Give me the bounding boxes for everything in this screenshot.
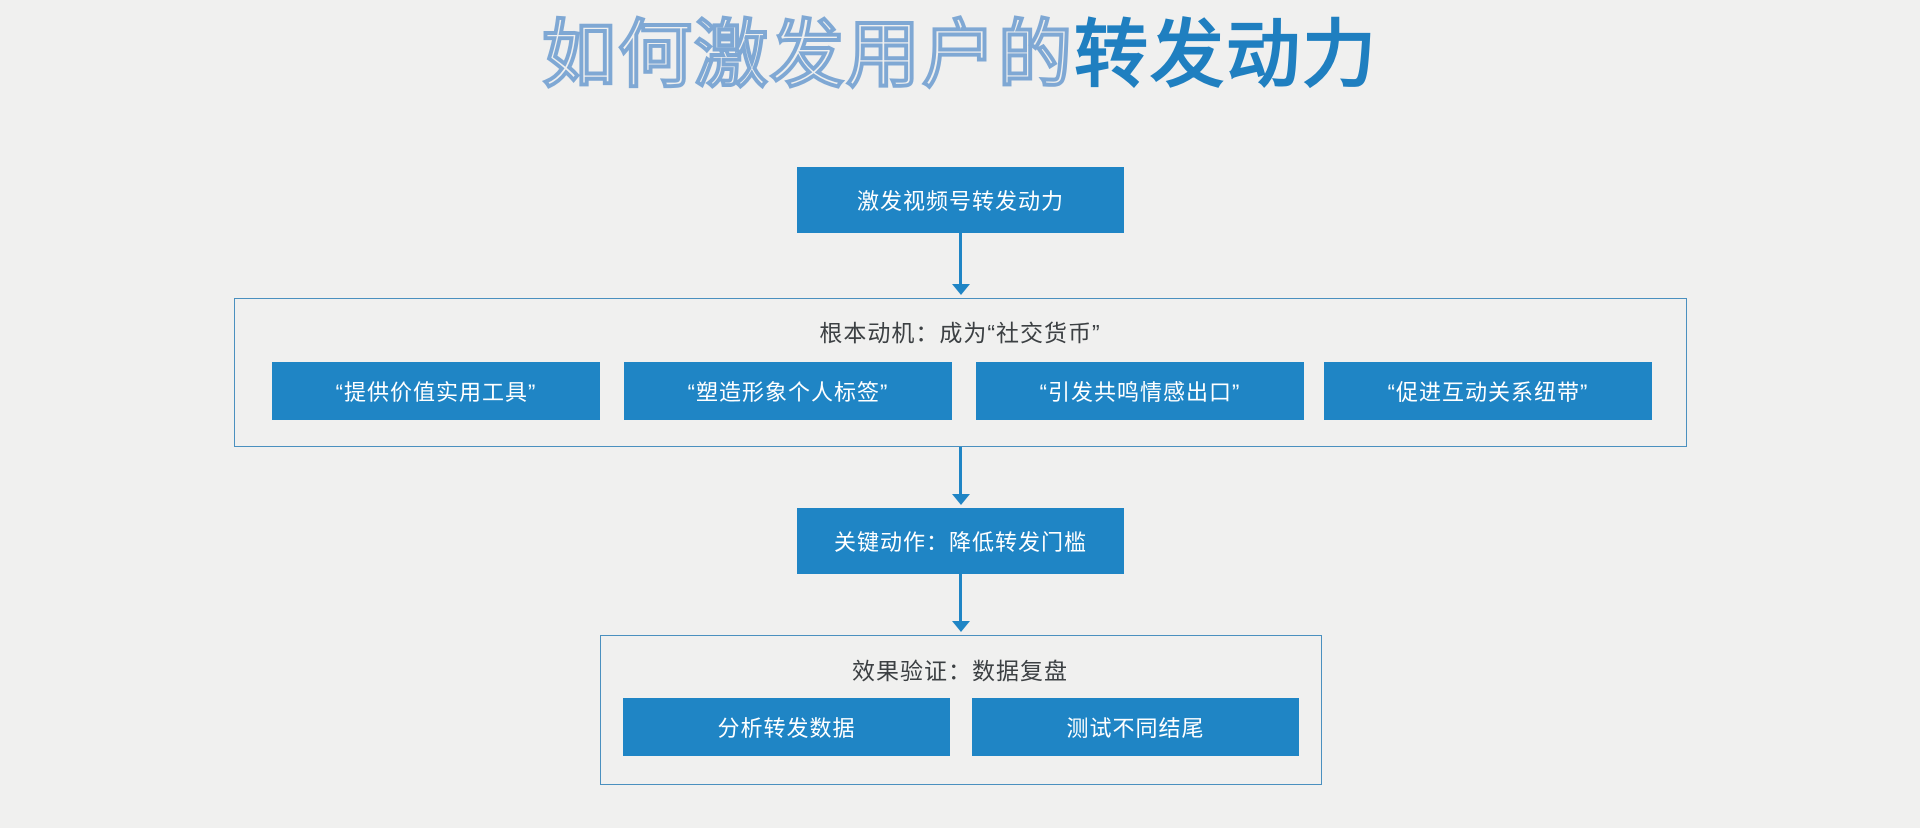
node-motive-1-label: “提供价值实用工具”	[335, 380, 537, 405]
node-validation-2[interactable]: 测试不同结尾	[972, 698, 1299, 756]
connector-motive-to-key-action	[959, 447, 962, 497]
group-effect-validation-title: 效果验证：数据复盘	[852, 658, 1068, 684]
connector-key-action-to-validation	[959, 574, 962, 624]
node-key-action[interactable]: 关键动作：降低转发门槛	[797, 508, 1124, 574]
node-validation-1[interactable]: 分析转发数据	[623, 698, 950, 756]
node-motive-4-label: “促进互动关系纽带”	[1387, 380, 1589, 405]
node-motive-2-label: “塑造形象个人标签”	[687, 380, 889, 405]
node-motive-4[interactable]: “促进互动关系纽带”	[1324, 362, 1652, 420]
page-title: 如何激发用户的转发动力	[0, 13, 1920, 96]
group-effect-validation	[600, 635, 1322, 785]
arrowhead-motive-to-key-action	[952, 494, 970, 505]
node-motive-3-label: “引发共鸣情感出口”	[1039, 380, 1241, 405]
arrowhead-top-to-motive	[952, 284, 970, 295]
node-validation-2-label: 测试不同结尾	[1066, 716, 1205, 741]
node-validation-1-label: 分析转发数据	[717, 716, 856, 741]
node-motive-3[interactable]: “引发共鸣情感出口”	[976, 362, 1304, 420]
group-root-motivation-title: 根本动机：成为“社交货币”	[819, 320, 1101, 346]
node-top-goal-label: 激发视频号转发动力	[856, 189, 1064, 214]
group-root-motivation	[234, 298, 1687, 447]
node-key-action-label: 关键动作：降低转发门槛	[833, 530, 1087, 555]
connector-top-to-motive	[959, 233, 962, 287]
page-title-outlined-part: 如何激发用户的	[541, 13, 1074, 96]
node-top-goal[interactable]: 激发视频号转发动力	[797, 167, 1124, 233]
node-motive-1[interactable]: “提供价值实用工具”	[272, 362, 600, 420]
node-motive-2[interactable]: “塑造形象个人标签”	[624, 362, 952, 420]
arrowhead-key-action-to-validation	[952, 621, 970, 632]
page-title-solid-part: 转发动力	[1074, 13, 1378, 96]
